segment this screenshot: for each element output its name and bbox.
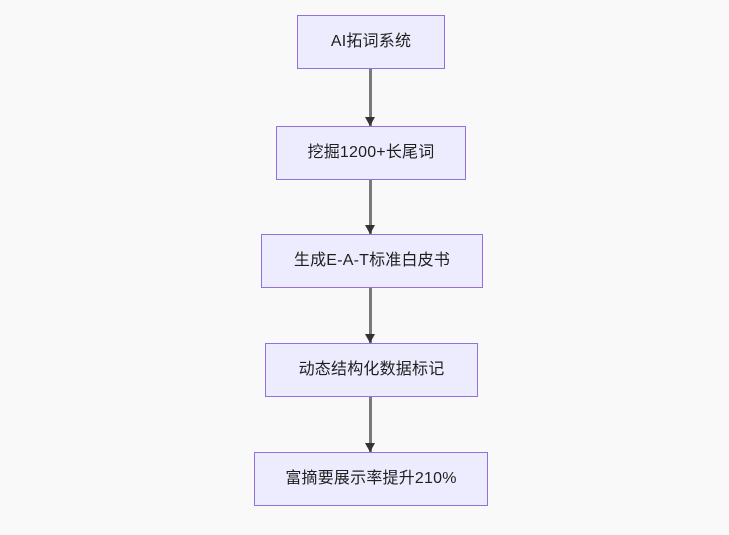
arrowhead-icon (364, 334, 375, 343)
edge-n4-n5 (364, 397, 375, 452)
node-label: 富摘要展示率提升210% (285, 470, 457, 488)
flowchart-node-5[interactable]: 富摘要展示率提升210% (254, 452, 488, 506)
flowchart-node-2[interactable]: 挖掘1200+长尾词 (276, 126, 466, 180)
arrowhead-icon (364, 117, 375, 126)
flowchart-node-4[interactable]: 动态结构化数据标记 (265, 343, 478, 397)
edge-line (368, 397, 372, 452)
edge-n3-n4 (364, 288, 375, 343)
edge-n2-n3 (364, 180, 375, 234)
edge-line (368, 180, 372, 234)
node-label: AI拓词系统 (330, 33, 412, 51)
node-label: 动态结构化数据标记 (298, 361, 445, 379)
node-label: 挖掘1200+长尾词 (307, 144, 435, 162)
edge-n1-n2 (364, 69, 375, 126)
arrowhead-icon (364, 443, 375, 452)
node-label: 生成E-A-T标准白皮书 (293, 252, 451, 270)
flowchart-node-1[interactable]: AI拓词系统 (297, 15, 445, 69)
edge-line (368, 288, 372, 343)
flowchart-node-3[interactable]: 生成E-A-T标准白皮书 (261, 234, 483, 288)
arrowhead-icon (364, 225, 375, 234)
edge-line (368, 69, 372, 126)
